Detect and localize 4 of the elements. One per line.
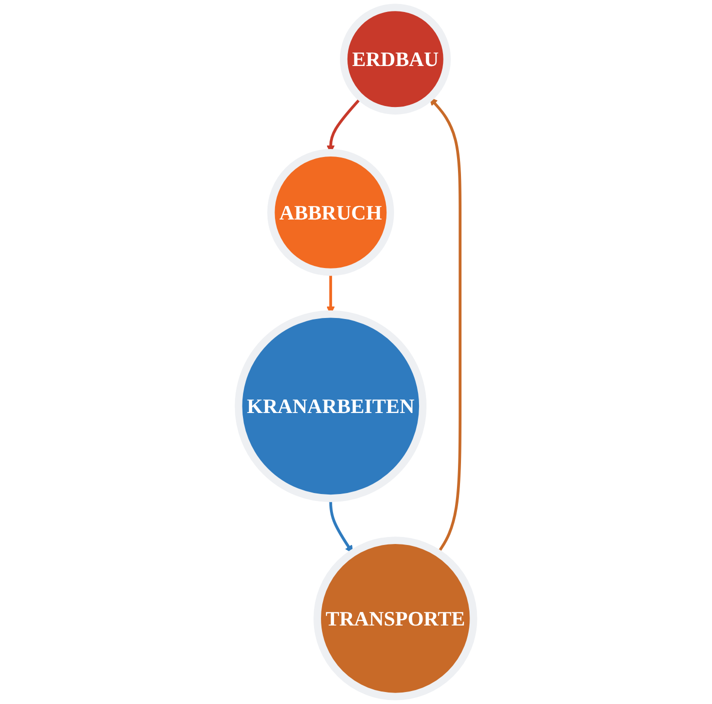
node-circle: KRANARBEITEN — [234, 310, 427, 502]
node-circle: ABBRUCH — [267, 149, 394, 276]
node-circle: ERDBAU — [340, 4, 451, 115]
node-circle: TRANSPORTE — [314, 536, 478, 700]
